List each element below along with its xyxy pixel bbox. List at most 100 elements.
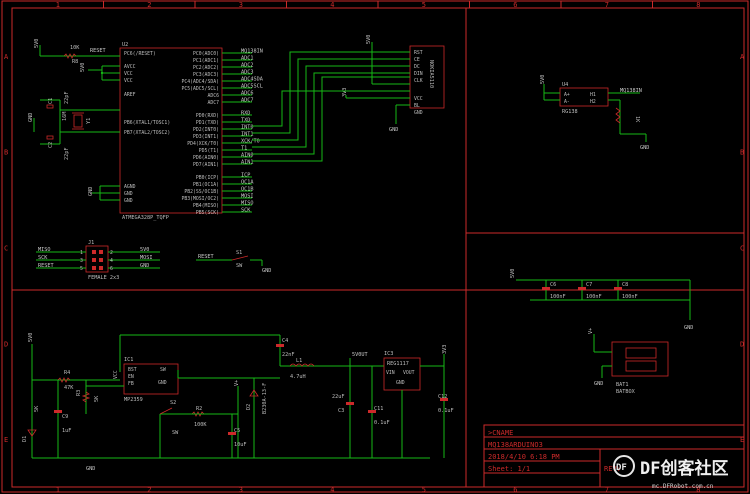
- grid-row-D: D: [4, 340, 8, 348]
- mq138-body: [559, 87, 609, 107]
- grid-col-1: 1: [56, 1, 60, 9]
- c4-ref: C4: [282, 338, 288, 344]
- nokia-gnd: GND: [389, 127, 398, 133]
- ic1-pin-gnd: GND: [158, 380, 167, 386]
- tb-date: 2018/4/10 6:18 PM: [488, 453, 560, 461]
- u2-net-label: T1: [241, 146, 247, 152]
- s1-ref: S1: [236, 250, 242, 256]
- ic1-pin-bst: BST: [128, 367, 137, 373]
- r2-ref: R2: [196, 406, 202, 412]
- d1-led: [27, 429, 37, 437]
- grid-row-B: B: [4, 149, 8, 157]
- grid-col-bottom-4: 4: [330, 486, 334, 494]
- nokia-pin: BL: [414, 103, 420, 109]
- u2-right-pin: PB0(ICP): [196, 175, 219, 181]
- icsp-left-net: SCK: [38, 255, 48, 261]
- u2-net-label: ADC7: [241, 98, 254, 104]
- c2-value: 22pF: [64, 148, 70, 161]
- grid-row-C: C: [4, 245, 8, 253]
- ic1-name: MP2359: [124, 397, 143, 403]
- nokia-pin: DIN: [414, 71, 423, 77]
- mq138-name: RG138: [562, 109, 578, 115]
- u2-right-pin: PD7(AIN1): [193, 162, 219, 168]
- ic1-pin-vcc: VCC: [113, 370, 119, 379]
- c3-ref: C3: [338, 408, 344, 414]
- icsp-pin-num: 1: [80, 250, 83, 256]
- u2-right-pin: PD6(AIN0): [193, 155, 219, 161]
- u2-right-pin: PD2(INT0): [193, 127, 219, 133]
- grid-row-right-A: A: [740, 53, 745, 61]
- d2-diode: [249, 389, 259, 397]
- r2-resistor: [191, 411, 205, 417]
- reset-pullup: 5V0 10K R8 RESET 5V0: [34, 39, 120, 81]
- nokia-pin: GND: [414, 110, 423, 116]
- grid-col-2: 2: [147, 1, 151, 9]
- reset-supply: 5V0: [34, 39, 40, 48]
- r4-resistor: [57, 377, 71, 383]
- u2-right-pins: PC0(ADC0)PC1(ADC1)PC2(ADC2)PC3(ADC3)PC4(…: [181, 51, 219, 216]
- icsp-right-net: MOSI: [140, 255, 153, 261]
- u2-gnd-label: GND: [88, 187, 94, 196]
- u2-net-label: RXD: [241, 111, 250, 117]
- u2-right-pin: ADC6: [207, 93, 219, 99]
- bat-vplus: V+: [588, 328, 594, 334]
- u2-net-label: INT1: [241, 132, 254, 138]
- r2-value: 100K: [194, 422, 207, 428]
- decoup-cap-ref: C6: [550, 282, 556, 288]
- nokia-ref: NOKIA5110: [428, 60, 434, 88]
- grid-row-right-C: C: [740, 245, 744, 253]
- c5-value: 10uF: [234, 442, 247, 448]
- ic3-name: REG1117: [387, 361, 409, 367]
- battery-box: BAT1 BATBOX V+ GND: [588, 328, 669, 395]
- u2-nets: MQ138INADC1ADC2ADC3ADC4SDAADC5SCLADC6ADC…: [222, 49, 264, 214]
- u2-net-label: AIN1: [241, 160, 254, 166]
- u2-left-pin: VCC: [124, 78, 133, 84]
- mq138-sensor: U4 RG138 A+ A- H1 H2 5V0 MQ138IN 1K GND: [540, 75, 649, 151]
- u2-net-label: ICP: [241, 173, 250, 179]
- u2-left-pin: AREF: [124, 92, 136, 98]
- u2-right-pin: PD4(XCK/T0): [187, 141, 219, 147]
- reset-net: RESET: [90, 48, 106, 54]
- icsp-left-net: MISO: [38, 247, 51, 253]
- watermark-text: DF创客社区: [640, 458, 728, 479]
- grid-col-4: 4: [330, 1, 334, 9]
- r3-ref: R3: [76, 390, 82, 396]
- r8-resistor: [63, 53, 77, 59]
- u2-net-label: ADC1: [241, 56, 254, 62]
- mq138-gnd: GND: [640, 145, 649, 151]
- decoup-cap-value: 100nF: [586, 294, 602, 300]
- bat1-ref: BAT1: [616, 382, 629, 388]
- u2-right-pin: PD3(INT1): [193, 134, 219, 140]
- c9-value: 1uF: [62, 428, 71, 434]
- bat1-body: [611, 341, 669, 377]
- u2-net-label: INT0: [241, 125, 254, 131]
- u2-right-pin: PC4(ADC4/SDA): [181, 79, 219, 85]
- nokia-pin: CE: [414, 57, 420, 63]
- mq138-ref: U4: [562, 82, 568, 88]
- grid-col-7: 7: [605, 1, 609, 9]
- grid-col-bottom-1: 1: [56, 486, 60, 494]
- u2-right-pin: PB4(MISO): [193, 203, 219, 209]
- icsp-pin-num: 5: [80, 266, 83, 272]
- reset-switch: RESET S1 SW GND: [196, 250, 271, 274]
- u2-net-label: ADC2: [241, 63, 254, 69]
- l1-inductor: [289, 363, 315, 367]
- grid-col-3: 3: [239, 1, 243, 9]
- mq138-pin-a-plus: A+: [564, 92, 570, 98]
- s2-ref: S2: [170, 400, 176, 406]
- u2-left-pin: AVCC: [124, 64, 136, 70]
- u2-right-pin: PC0(ADC0): [193, 51, 219, 57]
- tb-project: MQ138ARDUINO3: [488, 441, 543, 449]
- j1-body: [85, 245, 109, 273]
- bat-gnd: GND: [594, 381, 603, 387]
- pwr-supply: 5V0: [28, 333, 34, 342]
- avcc-supply: 5V0: [80, 63, 86, 72]
- tb-rev: REV:: [604, 465, 621, 473]
- r8-value: 10K: [70, 45, 80, 51]
- pwr-vplus: V+: [234, 380, 240, 386]
